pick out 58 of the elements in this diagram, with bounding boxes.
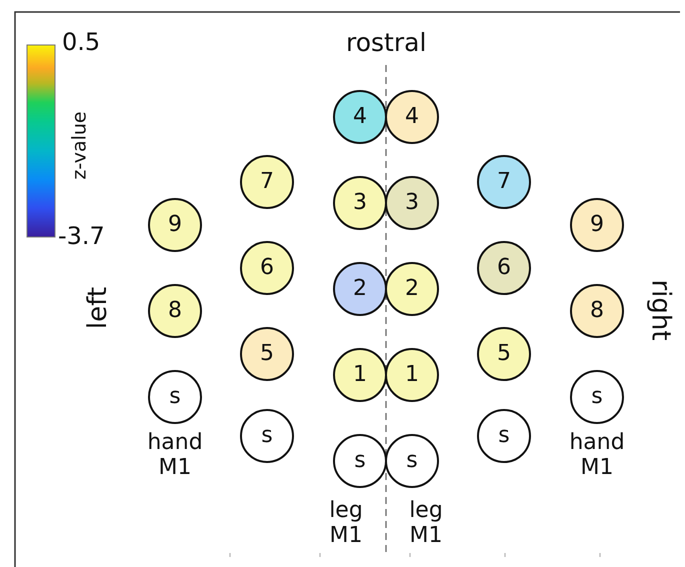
- direction-label: rostral: [346, 30, 426, 55]
- electrode-circle: [148, 284, 202, 338]
- electrode-circle: [477, 241, 531, 295]
- side-label: right: [647, 279, 674, 341]
- electrode-circle: [477, 409, 531, 463]
- electrode-circle: [333, 176, 387, 230]
- electrode-circle: [240, 409, 294, 463]
- electrode-circle: [240, 155, 294, 209]
- electrode-number: s: [406, 450, 418, 472]
- electrode-number: 1: [405, 364, 419, 386]
- electrode-circle: [570, 284, 624, 338]
- electrode-circle: [385, 348, 439, 402]
- electrode-number: 7: [497, 171, 511, 193]
- electrode-circle: [385, 176, 439, 230]
- side-label: left: [85, 286, 112, 330]
- electrode-number: s: [354, 450, 366, 472]
- electrode-caption: leg M1: [408, 498, 444, 549]
- electrode-number: 3: [405, 192, 419, 214]
- electrode-number: s: [261, 425, 273, 447]
- electrode-caption: hand M1: [568, 430, 626, 481]
- electrode-circle: [148, 198, 202, 252]
- electrode-number: 4: [405, 106, 419, 128]
- electrode-circle: [240, 241, 294, 295]
- electrode-circle: [333, 90, 387, 144]
- electrode-caption: leg M1: [328, 498, 364, 549]
- electrode-circle: [477, 327, 531, 381]
- electrode-number: s: [591, 386, 603, 408]
- electrode-circle: [148, 370, 202, 424]
- electrode-circle: [385, 434, 439, 488]
- electrode-number: 5: [260, 343, 274, 365]
- electrode-number: 6: [260, 257, 274, 279]
- electrode-circle: [570, 370, 624, 424]
- colorbar-max-label: 0.5: [62, 30, 100, 54]
- electrode-number: s: [169, 386, 181, 408]
- electrode-number: 7: [260, 171, 274, 193]
- electrode-circle: [570, 198, 624, 252]
- electrode-number: 2: [405, 278, 419, 300]
- electrode-number: 4: [353, 106, 367, 128]
- electrode-number: 6: [497, 257, 511, 279]
- electrode-number: 1: [353, 364, 367, 386]
- electrode-number: 9: [168, 214, 182, 236]
- colorbar-title: z-value: [70, 110, 90, 180]
- electrode-circle: [333, 262, 387, 316]
- electrode-caption: hand M1: [146, 430, 204, 481]
- electrode-circle: [477, 155, 531, 209]
- electrode-circle: [385, 90, 439, 144]
- colorbar-min-label: -3.7: [58, 224, 105, 248]
- electrode-circle: [333, 434, 387, 488]
- electrode-number: 3: [353, 192, 367, 214]
- electrode-number: 2: [353, 278, 367, 300]
- electrode-number: 9: [590, 214, 604, 236]
- electrode-circle: [333, 348, 387, 402]
- electrode-number: 8: [168, 300, 182, 322]
- electrode-number: s: [498, 425, 510, 447]
- electrode-number: 5: [497, 343, 511, 365]
- electrode-number: 8: [590, 300, 604, 322]
- electrode-circle: [240, 327, 294, 381]
- electrode-circle: [385, 262, 439, 316]
